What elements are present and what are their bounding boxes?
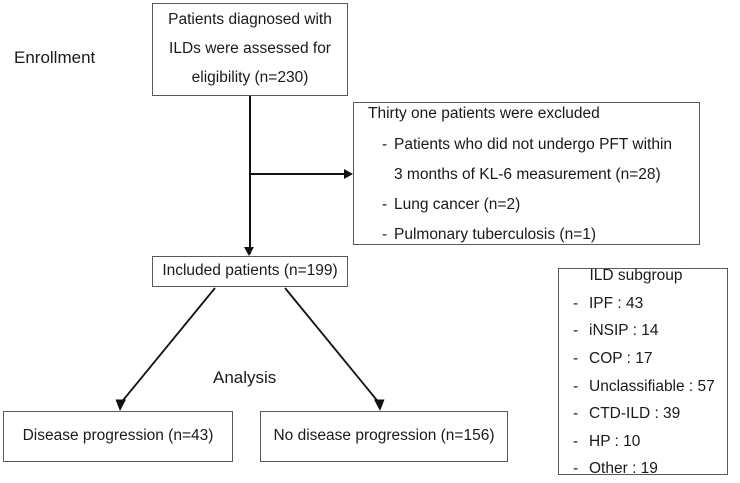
box-excluded-item-text: Lung cancer (n=2)	[394, 196, 521, 214]
ild-subgroup-item: - COP : 17	[559, 345, 727, 373]
ild-subgroup-item: - Other : 19	[559, 455, 727, 483]
box-excluded-item: - Pulmonary tuberculosis (n=1)	[368, 220, 699, 250]
ild-subgroup-item-text: iNSIP : 14	[589, 322, 659, 340]
ild-subgroup-item-text: Unclassifiable : 57	[589, 377, 715, 395]
box-excluded-item-text: Pulmonary tuberculosis (n=1)	[394, 226, 597, 244]
box-enrolled-line-1: Patients diagnosed with	[168, 11, 332, 29]
arrowhead-included	[244, 247, 254, 256]
arrowhead-excluded	[344, 168, 353, 179]
connector-to-progression	[119, 287, 216, 405]
bullet-dash-icon: -	[573, 294, 579, 312]
connector-to-excluded	[249, 173, 345, 175]
bullet-dash-icon: -	[382, 135, 388, 153]
box-excluded-heading: Thirty one patients were excluded	[368, 105, 600, 123]
box-excluded-patients: Thirty one patients were excluded - Pati…	[353, 102, 700, 245]
box-disease-progression: Disease progression (n=43)	[3, 411, 233, 462]
box-no-disease-progression: No disease progression (n=156)	[260, 411, 508, 462]
box-excluded-item: - Patients who did not undergo PFT withi…	[368, 130, 699, 190]
arrowhead-progression	[115, 399, 126, 411]
bullet-dash-icon: -	[382, 226, 388, 244]
bullet-dash-icon: -	[573, 432, 579, 450]
box-ild-subgroup-title: ILD subgroup	[589, 267, 683, 285]
bullet-dash-icon: -	[573, 377, 579, 395]
arrowhead-no-progression	[374, 399, 385, 411]
ild-subgroup-item-text: CTD-ILD : 39	[589, 405, 681, 423]
ild-subgroup-item: - CTD-ILD : 39	[559, 400, 727, 428]
box-ild-subgroup: ILD subgroup - IPF : 43 - iNSIP : 14 - C…	[558, 267, 728, 477]
stage-label-analysis: Analysis	[213, 368, 277, 387]
connector-to-no-progression	[284, 287, 381, 405]
box-enrolled-patients: Patients diagnosed with ILDs were assess…	[152, 3, 348, 96]
bullet-dash-icon: -	[573, 405, 579, 423]
ild-subgroup-item-text: Other : 19	[589, 460, 658, 478]
split-connectors	[115, 287, 385, 411]
ild-subgroup-item: - iNSIP : 14	[559, 317, 727, 345]
box-disease-progression-line-1: Disease progression (n=43)	[22, 427, 214, 445]
box-no-disease-progression-line-1: No disease progression (n=156)	[273, 427, 495, 445]
box-enrolled-line-3: eligibility (n=230)	[191, 68, 309, 86]
bullet-dash-icon: -	[573, 349, 579, 367]
bullet-dash-icon: -	[573, 460, 579, 478]
ild-subgroup-item-text: HP : 10	[589, 432, 641, 450]
ild-subgroup-item: - Unclassifiable : 57	[559, 373, 727, 401]
ild-subgroup-item: - IPF : 43	[559, 290, 727, 318]
ild-subgroup-item-text: IPF : 43	[589, 294, 644, 312]
box-excluded-item: - Lung cancer (n=2)	[368, 190, 699, 220]
bullet-dash-icon: -	[382, 196, 388, 214]
box-excluded-item-text: Patients who did not undergo PFT within …	[394, 135, 673, 183]
bullet-dash-icon: -	[573, 322, 579, 340]
connector-enrolled-to-included	[249, 96, 251, 254]
box-included-patients: Included patients (n=199)	[152, 256, 348, 287]
box-included-line-1: Included patients (n=199)	[162, 262, 338, 280]
ild-subgroup-item-text: COP : 17	[589, 349, 653, 367]
stage-label-enrollment: Enrollment	[14, 48, 96, 67]
ild-subgroup-item: - HP : 10	[559, 428, 727, 456]
box-enrolled-line-2: ILDs were assessed for	[169, 40, 331, 58]
